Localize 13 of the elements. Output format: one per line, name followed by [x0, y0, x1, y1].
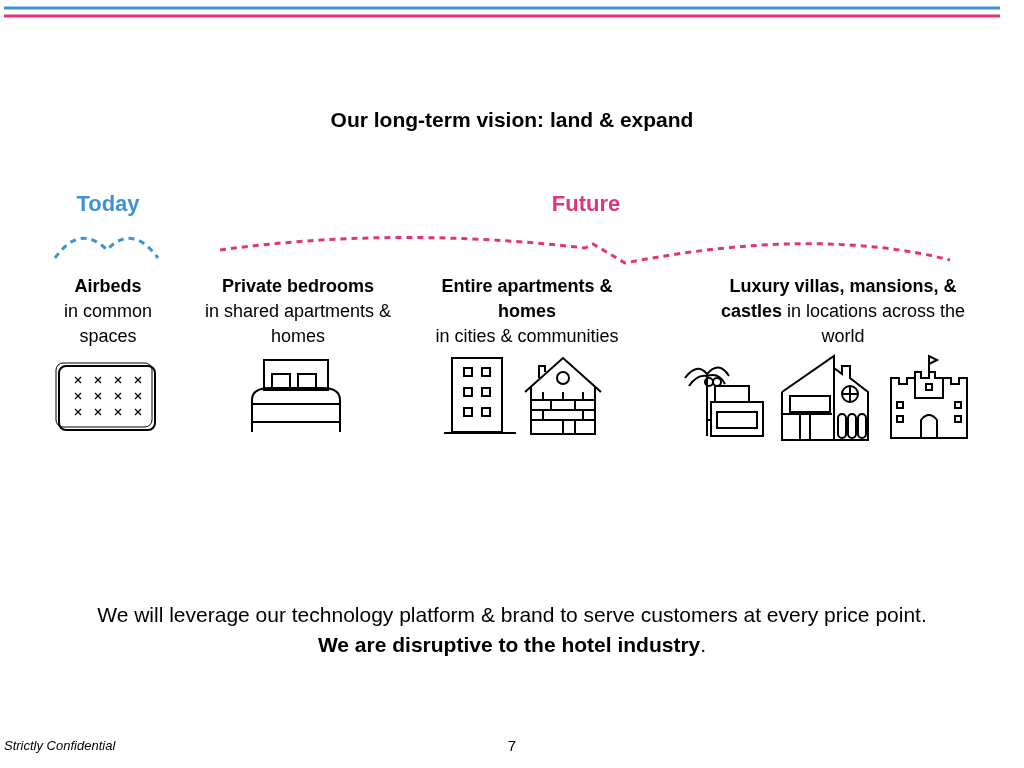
slide-title: Our long-term vision: land & expand — [329, 107, 695, 132]
footer-text: Strictly Confidential — [4, 737, 117, 755]
section-heading: Future — [550, 191, 622, 216]
column-text: in cities & communities — [434, 325, 620, 348]
section-heading: Today — [75, 191, 141, 216]
page-number: 7 — [506, 736, 518, 756]
column-text: in common spaces — [63, 300, 153, 348]
summary-text: We are disruptive to the hotel industry. — [316, 632, 708, 658]
column-heading: Private bedrooms — [220, 275, 376, 298]
column-heading: Airbeds — [73, 275, 143, 298]
column-text: Luxury villas, mansions, & castles in locations across the world — [720, 275, 966, 348]
summary-text: We will leverage our technology platform & brand to serve customers at every price point. — [96, 602, 928, 628]
column-text: in shared apartments & homes — [203, 300, 393, 348]
